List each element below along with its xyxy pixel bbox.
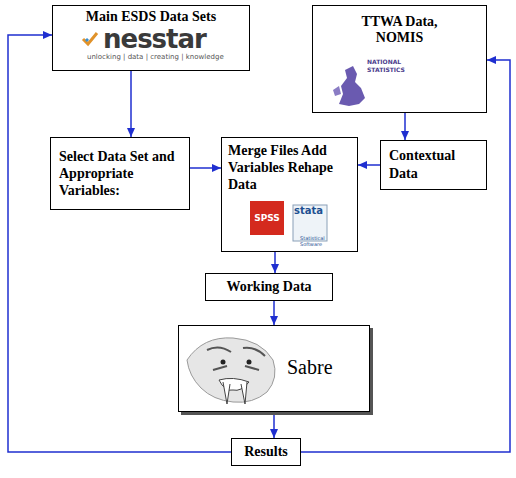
node-label: TTWA Data, NOMIS <box>345 14 455 46</box>
process-box: Select Data Set and Appropriate Variable… <box>50 137 190 210</box>
flow-arrow <box>130 71 132 137</box>
process-box: Contextual Data <box>380 140 487 190</box>
logo-text: NATIONAL STATISTICS <box>367 58 413 74</box>
node-label: Merge Files Add Variables Rehape Data <box>228 142 351 193</box>
process-box: Merge Files Add Variables Rehape DataSPS… <box>221 137 358 252</box>
nesstar-check-icon <box>81 30 99 48</box>
node-label: Results <box>244 444 288 460</box>
ireland-outline <box>333 86 341 96</box>
node-label: Sabre <box>287 356 369 379</box>
logo-text: SPSS <box>250 201 284 235</box>
tiger-markings <box>207 347 265 370</box>
flow-arrow <box>273 412 275 438</box>
process-box: Working Data <box>205 273 333 301</box>
check-stroke <box>86 39 88 41</box>
tiger-eye <box>247 360 252 365</box>
flow-arrow <box>358 164 380 166</box>
logo-text: unlocking | data | creating | knowledge <box>87 53 243 61</box>
tiger-head <box>187 338 275 402</box>
program-box: Sabre <box>178 325 370 412</box>
logo-text: stata <box>294 205 323 216</box>
sabre-tooth-tiger-illustration <box>183 330 283 408</box>
node-label: Main ESDS Data Sets <box>59 9 243 25</box>
process-box: Results <box>231 438 301 466</box>
process-box: Main ESDS Data Setsnesstarunlocking | da… <box>52 5 250 71</box>
process-box: TTWA Data, NOMIS NATIONAL STATISTICS <box>312 5 487 113</box>
logo-text: Statistical Software <box>300 235 340 247</box>
flow-arrow <box>274 252 276 273</box>
tiger-fangs <box>223 382 247 404</box>
uk-outline <box>339 66 365 106</box>
node-label: Select Data Set and Appropriate Variable… <box>59 148 181 199</box>
node-label: Working Data <box>226 279 311 295</box>
logo-text: nesstar <box>103 25 243 53</box>
node-label: Contextual Data <box>389 147 478 183</box>
flow-arrow <box>190 167 221 169</box>
tiger-eye <box>221 360 226 365</box>
flow-arrow <box>273 301 275 325</box>
check-stroke <box>83 33 97 44</box>
flow-arrow <box>404 113 406 140</box>
